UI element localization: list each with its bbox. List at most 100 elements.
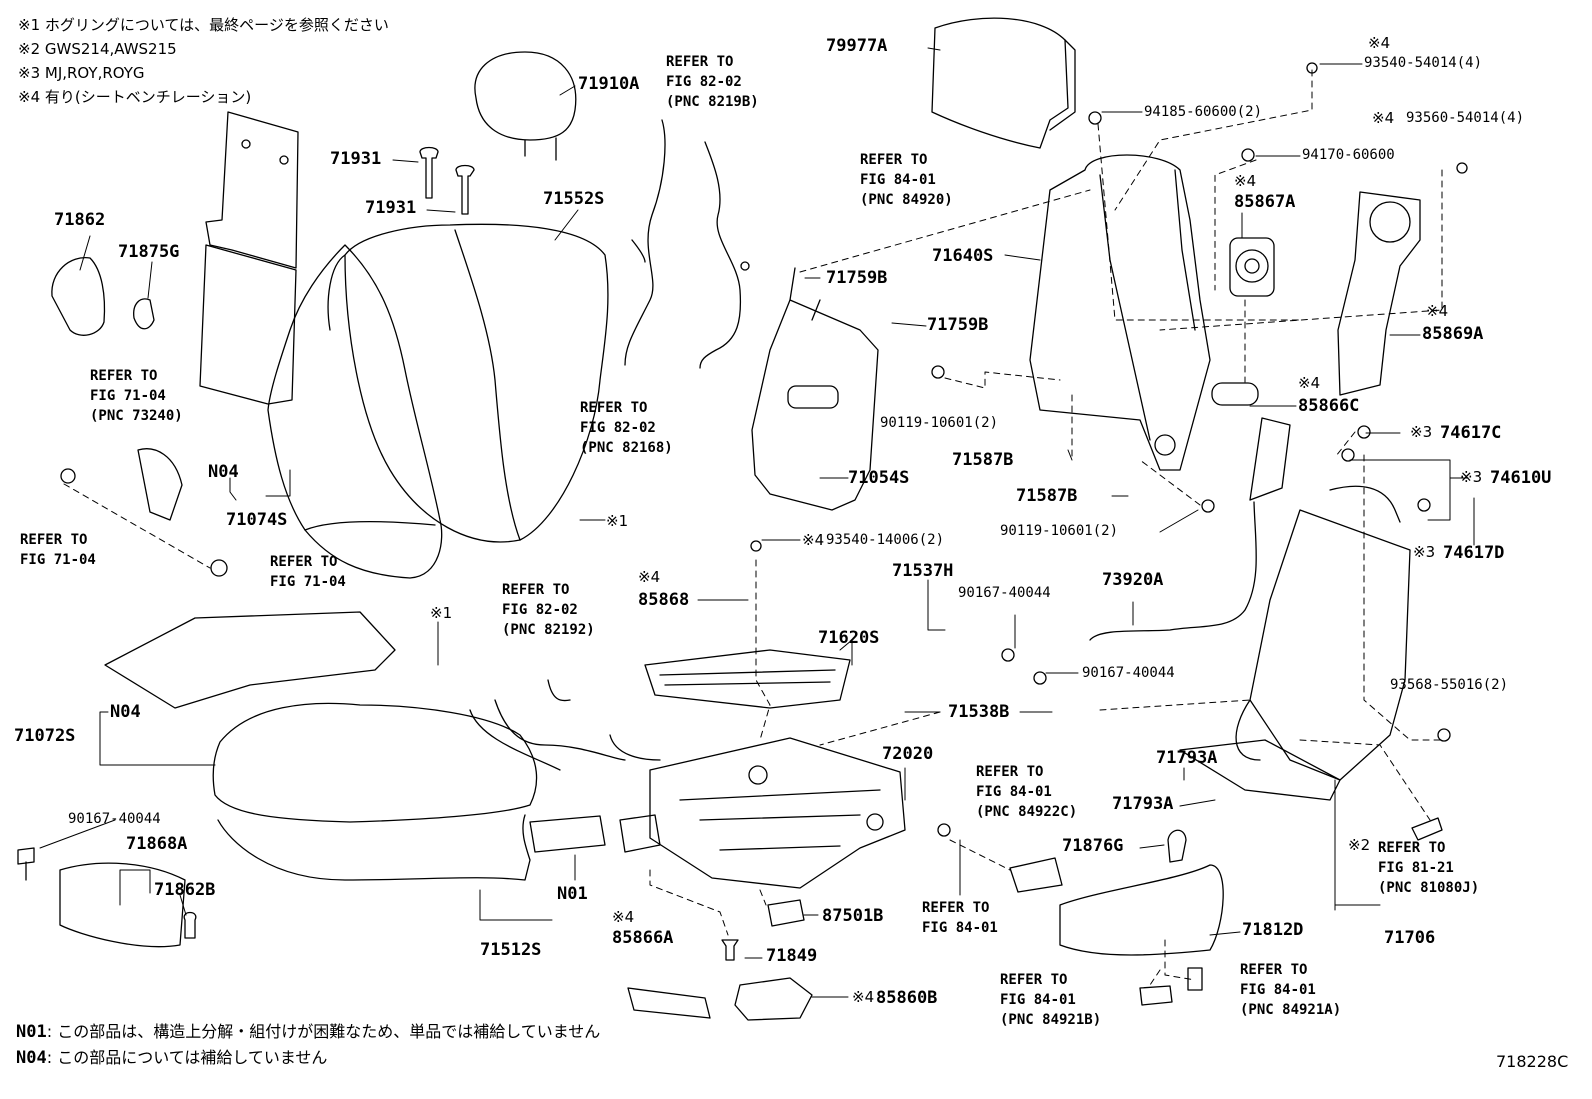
ref-fig: FIG 81-21 <box>1378 860 1454 876</box>
footnote-n04-text: : この部品については補給していません <box>46 1048 328 1067</box>
label-71759b-a[interactable]: 71759B <box>826 268 888 288</box>
label-79977a[interactable]: 79977A <box>826 36 888 56</box>
label-n04-a[interactable]: N04 <box>208 462 239 482</box>
fasteners <box>61 63 1467 836</box>
seat-adjuster-72020 <box>620 738 905 888</box>
label-n01[interactable]: N01 <box>557 884 588 904</box>
label-87501b[interactable]: 87501B <box>822 906 884 926</box>
ref-fig: FIG 82-02 <box>580 420 656 436</box>
clip-71849 <box>722 940 738 960</box>
ref-fig71-04-73240[interactable]: REFER TO FIG 71-04 (PNC 73240) <box>90 366 183 426</box>
label-90167-c[interactable]: 90167-40044 <box>68 811 161 827</box>
label-71862b[interactable]: 71862B <box>154 880 216 900</box>
label-93540-54014[interactable]: 93540-54014(4) <box>1364 55 1483 71</box>
label-71875g[interactable]: 71875G <box>118 242 180 262</box>
label-71793a-b[interactable]: 71793A <box>1112 794 1174 814</box>
label-71074s[interactable]: 71074S <box>226 510 288 530</box>
label-94170[interactable]: 94170-60600 <box>1302 147 1395 163</box>
note-mj-roy: ※3 MJ,ROY,ROYG <box>18 64 145 82</box>
ref-fig82-02-82168[interactable]: REFER TO FIG 82-02 (PNC 82168) <box>580 398 673 458</box>
ref-fig: FIG 84-01 <box>1240 982 1316 998</box>
mark-4-85869a: ※4 <box>1426 302 1449 320</box>
label-71931-b[interactable]: 71931 <box>365 198 417 218</box>
harness-82192 <box>470 680 660 770</box>
label-71862[interactable]: 71862 <box>54 210 106 230</box>
label-71793a-a[interactable]: 71793A <box>1156 748 1218 768</box>
cushion-cover-71072s <box>105 612 537 880</box>
seat-back-board <box>200 112 298 404</box>
figure-id: 718228C <box>1496 1052 1569 1071</box>
duct-85866a <box>628 988 710 1018</box>
cover-71862 <box>52 258 105 336</box>
label-74617c[interactable]: 74617C <box>1440 423 1502 443</box>
label-90119-a[interactable]: 90119-10601(2) <box>880 415 999 431</box>
knob-81080j <box>1412 818 1442 840</box>
ref-fig84-01-84921b[interactable]: REFER TO FIG 84-01 (PNC 84921B) <box>1000 970 1101 1030</box>
label-71587b-a[interactable]: 71587B <box>952 450 1014 470</box>
label-85866a[interactable]: 85866A <box>612 928 674 948</box>
label-71620s[interactable]: 71620S <box>818 628 880 648</box>
label-85869a[interactable]: 85869A <box>1422 324 1484 344</box>
ref-fig71-04-left[interactable]: REFER TO FIG 71-04 <box>20 530 96 570</box>
label-90167-b[interactable]: 90167-40044 <box>1082 665 1175 681</box>
note-ventilation: ※4 有り(シートベンチレーション) <box>18 88 252 106</box>
ref-fig84-01-84922c[interactable]: REFER TO FIG 84-01 (PNC 84922C) <box>976 762 1077 822</box>
ref-fig81-21-81080j[interactable]: REFER TO FIG 81-21 (PNC 81080J) <box>1378 838 1479 898</box>
ref-fig84-01-84920[interactable]: REFER TO FIG 84-01 (PNC 84920) <box>860 150 953 210</box>
label-85868[interactable]: 85868 <box>638 590 690 610</box>
cover-71875g <box>134 299 154 329</box>
label-71812d[interactable]: 71812D <box>1242 920 1304 940</box>
label-71931-a[interactable]: 71931 <box>330 149 382 169</box>
label-90119-b[interactable]: 90119-10601(2) <box>1000 523 1119 539</box>
knob-84921b <box>1140 986 1172 1005</box>
switch-87501b <box>1010 858 1062 892</box>
label-71910a[interactable]: 71910A <box>578 74 640 94</box>
label-71512s[interactable]: 71512S <box>480 940 542 960</box>
label-71876g[interactable]: 71876G <box>1062 836 1124 856</box>
label-71054s[interactable]: 71054S <box>848 468 910 488</box>
mark-4-93560: ※4 <box>1372 109 1395 127</box>
ref-fig: FIG 82-02 <box>666 74 742 90</box>
label-93568[interactable]: 93568-55016(2) <box>1390 677 1509 693</box>
seat-back-cover-71074s <box>268 245 442 578</box>
label-71849[interactable]: 71849 <box>766 946 818 966</box>
mark-4-85868: ※4 <box>638 568 661 586</box>
ref-pnc: (PNC 84922C) <box>976 804 1078 820</box>
ref-pnc: (PNC 84920) <box>860 192 953 208</box>
label-71640s[interactable]: 71640S <box>932 246 994 266</box>
trim-74610u <box>1330 449 1430 522</box>
label-85860b[interactable]: 85860B <box>876 988 938 1008</box>
cover-71868a <box>60 863 185 947</box>
label-71706[interactable]: 71706 <box>1384 928 1436 948</box>
label-71587b-b[interactable]: 71587B <box>1016 486 1078 506</box>
ref-fig71-04-right[interactable]: REFER TO FIG 71-04 <box>270 552 346 592</box>
label-71552s[interactable]: 71552S <box>543 189 605 209</box>
mark-4-93540-14006: ※4 <box>802 531 825 549</box>
ref-fig84-01-bottom[interactable]: REFER TO FIG 84-01 <box>922 898 998 938</box>
label-85866c[interactable]: 85866C <box>1298 396 1360 416</box>
label-71538b[interactable]: 71538B <box>948 702 1010 722</box>
label-71868a[interactable]: 71868A <box>126 834 188 854</box>
mark-3-74617d: ※3 <box>1413 543 1436 561</box>
label-93540-14006[interactable]: 93540-14006(2) <box>826 532 945 548</box>
mark-4-85867a: ※4 <box>1234 172 1257 190</box>
wire-harness-8219b <box>700 142 749 368</box>
label-85867a[interactable]: 85867A <box>1234 192 1296 212</box>
label-74617d[interactable]: 74617D <box>1443 543 1505 563</box>
ref-fig: FIG 84-01 <box>1000 992 1076 1008</box>
label-71759b-b[interactable]: 71759B <box>927 315 989 335</box>
label-72020[interactable]: 72020 <box>882 744 934 764</box>
ref-fig84-01-84921a[interactable]: REFER TO FIG 84-01 (PNC 84921A) <box>1240 960 1341 1020</box>
mark-4-85866a: ※4 <box>612 908 635 926</box>
label-94185[interactable]: 94185-60600(2) <box>1144 104 1263 120</box>
label-93560[interactable]: 93560-54014(4) <box>1406 110 1525 126</box>
label-90167-a[interactable]: 90167-40044 <box>958 585 1051 601</box>
label-73920a[interactable]: 73920A <box>1102 570 1164 590</box>
cover-71876g <box>1168 830 1186 862</box>
label-n04-b[interactable]: N04 <box>110 702 141 722</box>
label-74610u[interactable]: 74610U <box>1490 468 1552 488</box>
label-71537h[interactable]: 71537H <box>892 561 954 581</box>
label-71072s[interactable]: 71072S <box>14 726 76 746</box>
ref-fig82-02-82192[interactable]: REFER TO FIG 82-02 (PNC 82192) <box>502 580 595 640</box>
ref-fig82-02-8219b[interactable]: REFER TO FIG 82-02 (PNC 8219B) <box>666 52 759 112</box>
